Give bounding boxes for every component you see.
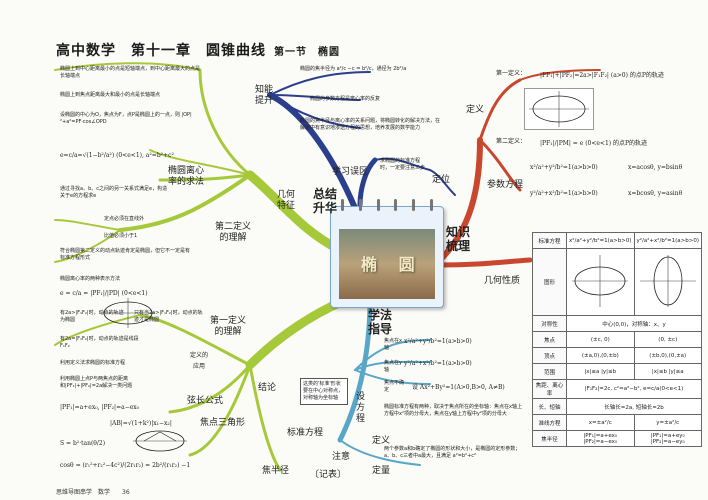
formula-std-y: y²/a²+x²/b²=1(a>b>0) [530,190,598,197]
note-segment: 有2a=|F₁F₂|时，动点的轨迹是线段F₁F₂ [60,336,139,349]
branch-setup-eq: 设 方 程 [356,392,366,424]
branch-ecc-method: 椭圆离心 率的求法 [168,166,205,187]
table-row: 长、短轴长轴长=2a, 短轴长=2b [531,398,702,415]
note-std-eq-types: 椭圆标准方程有两种，取决于焦点所在的坐标轴：焦点在x轴上方程中x²项的分母大，焦… [384,404,522,417]
ellipse-figure-x [572,255,629,307]
label-second-def: 第二定义： [496,138,527,145]
note-param-eq: 椭圆的参数方程是离心率的反复 [310,96,381,102]
note-trace-ellipse: 有2a>|F₁F₂|时，动点的轨迹为椭圆 [60,310,124,323]
branch-remember: 〔记表〕 [310,470,347,480]
section-title: 第一节 椭圆 [274,47,340,58]
formula-ecc-ratio: e = c/a = |PF₁|/|PD| (0<e<1) [60,290,148,297]
ellipse-diagram-1 [524,88,594,130]
branch-geometry: 几何 特征 [277,190,296,211]
center-card: 椭 圆 [330,199,444,308]
table-row: 焦点(±c, 0)(0, ±c) [531,331,703,348]
ellipse-diagram-2 [101,298,155,328]
branch-first-def: 第一定义 的理解 [210,316,247,337]
formula-second-def: |PF₁|/|PM| = e (0<e<1) 的点P的轨迹 [540,140,648,147]
label-focus-y: 焦点在y轴 [384,360,402,373]
page-footer: 思维导图串学 数学 36 [56,487,130,496]
formula-param-y: x=bcosθ, y=asinθ [628,190,683,197]
branch-improve: 知能 提升 [255,85,274,106]
table-figure-y [633,248,703,316]
branch-review: 学习误区 [332,167,369,177]
center-photo: 椭 圆 [339,229,435,299]
table-row: 焦半径|PF₁|=a+ex₀ |PF₂|=a−ex₀|PF₁|=a+ey₀ |P… [531,430,703,447]
center-label: 椭 圆 [361,255,423,274]
note-center-distance: 椭圆上到中心距离最小的点是短轴端点，到中心距离最大的点是长轴端点 [60,66,201,79]
ellipse-figure-y [639,255,696,307]
formula-cos-theta: cosθ = (r₁²+r₂²−4c²)/(2r₁r₂) = 2b²/(r₁r₂… [60,462,191,469]
note-standard-shape: 这类的'标准'形状要在中心对称点，对称轴为坐标轴 [300,378,348,405]
table-row: 图形 [531,248,703,316]
properties-table: 标准方程 x²/a²+y²/b²=1(a>b>0) y²/a²+x²/b²=1(… [531,232,703,447]
note-shape-params: 两个参数a和b确定了椭圆的形状和大小，是椭圆的定形参数；a、b、c三者中a最大，… [384,446,521,459]
table-cell: y²/a²+x²/b²=1(a>b>0) [633,232,703,249]
table-row: 范围|x|≤a |y|≤b|x|≤b |y|≤a [531,363,703,380]
note-def-application: 定义的 应用 [190,352,209,370]
formula-triangle-area: S = b²·tan(θ/2) [60,440,106,447]
table-row: 对称性中心(0,0)，对称轴：x、y [531,315,702,332]
page-number: 36 [122,489,130,496]
table-cell: 标准方程 [531,232,568,249]
branch-focal-radius: 焦半径 [262,466,290,476]
branch-second-def: 第二定义 的理解 [215,222,252,243]
branch-parametric: 参数方程 [487,180,524,190]
branch-conclusion: 结论 [258,383,277,393]
footer-book-title: 思维导图串学 数学 [56,489,111,496]
note-sum-of-distances: 利用椭圆上点P与两焦点的距离和|PF₁|+|PF₂|=2a解决一类问题 [60,376,133,389]
note-ecc-method: 通过寻找a、b、c之间的另一关系式满足e，构造关于e的方程求e [60,186,168,199]
note-ecc-forms: 椭圆离心率的两种表示方法 [60,276,121,282]
formula-chord-length: |AB|=√(1+k²)|x₁−x₂| [110,420,172,427]
formula-focus-y: y²/a²+x²/b²=1(a>b>0) [404,360,472,367]
branch-definition: 定义 [466,105,485,115]
page-title: 高中数学 第十一章 圆锥曲线第一节 椭圆 [56,43,340,59]
formula-eccentricity: e=c/a=√(1−b²/a²) (0<e<1), a²=b²+c² [60,152,174,159]
formula-focus-x: x²/a²+y²/b²=1(a>b>0) [404,338,472,345]
note-ecc-relation: 椭圆的焦半径与离心率的关系问题，将椭圆转化的解决方法，在解题中有意识地渗透方程的… [300,118,441,131]
note-second-def-trace: 符合椭圆第二定义的动点轨迹肯定是椭圆，但它不一定是有标准方程形式 [60,248,191,261]
branch-focal-chord: 弦长公式 [187,396,224,406]
table-header-row: 标准方程 x²/a²+y²/b²=1(a>b>0) y²/a²+x²/b²=1(… [531,232,703,249]
branch-def-sub: 定义 [372,436,391,446]
formula-first-def: |PF₁|+|PF₂|=2a>|F₁F₂| (a>0) 的点P的轨迹 [540,72,664,79]
label-focus-unknown: 焦点不确定 [384,380,405,393]
table-row: 焦距、离心率|F₁F₂|=2c, c²=a²−b², e=c/a(0<e<1) [531,379,702,399]
formula-focal-radius: |PF₁|=a+ex₀, |PF₂|=a−ex₀ [60,404,140,411]
hub-summary: 总结 升华 [313,187,338,215]
formula-param-x: x=acosθ, y=bsinθ [628,164,683,171]
branch-quantity: 定量 [372,466,391,476]
branch-properties: 几何性质 [484,276,521,286]
table-row: 顶点(±a,0),(0,±b)(±b,0),(0,±a) [531,347,703,364]
branch-std-eq: 标准方程 [287,428,324,438]
formula-std-x: x²/a²+y²/b²=1(a>b>0) [530,164,598,171]
note-op-relation: 设椭圆的中心为O，焦点为F，点P是椭圆上的一点，则 |OP|²+a²=PF·co… [60,112,192,125]
note-ratio: 比值必须小于1 [104,233,138,239]
table-cell: x²/a²+y²/b²=1(a>b>0) [566,232,635,249]
note-std-eq-method: 利用定义法求椭圆的标准方程 [60,360,126,366]
branch-note: 注意 [332,452,351,462]
table-cell: 图形 [531,248,568,316]
hub-methods: 学法 指导 [368,308,393,336]
branch-locate: 定位 [432,175,451,185]
note-focal-chord: 椭圆的焦半径为 a²/c −c = b²/c，通径为 2b²/a [300,66,407,72]
ellipse-diagram-3 [133,430,187,452]
binder-rings [341,199,433,211]
note-three-steps: 求椭圆的标准方程时，一定要注意三步 [380,158,426,171]
note-fixed-point: 定点必须在直线外 [104,216,145,222]
note-focus-distance: 椭圆上到焦点距离最大和最小的点是长轴端点 [60,92,161,98]
table-figure-x [566,248,635,316]
label-focus-x: 焦点在x轴 [384,338,402,351]
formula-general: 设 Ax²+By²=1(A>0,B>0, A≠B) [412,384,505,391]
label-first-def: 第一定义： [496,70,527,77]
branch-focal-triangle: 焦点三角形 [200,418,246,428]
hub-knowledge: 知识 梳理 [446,225,471,253]
